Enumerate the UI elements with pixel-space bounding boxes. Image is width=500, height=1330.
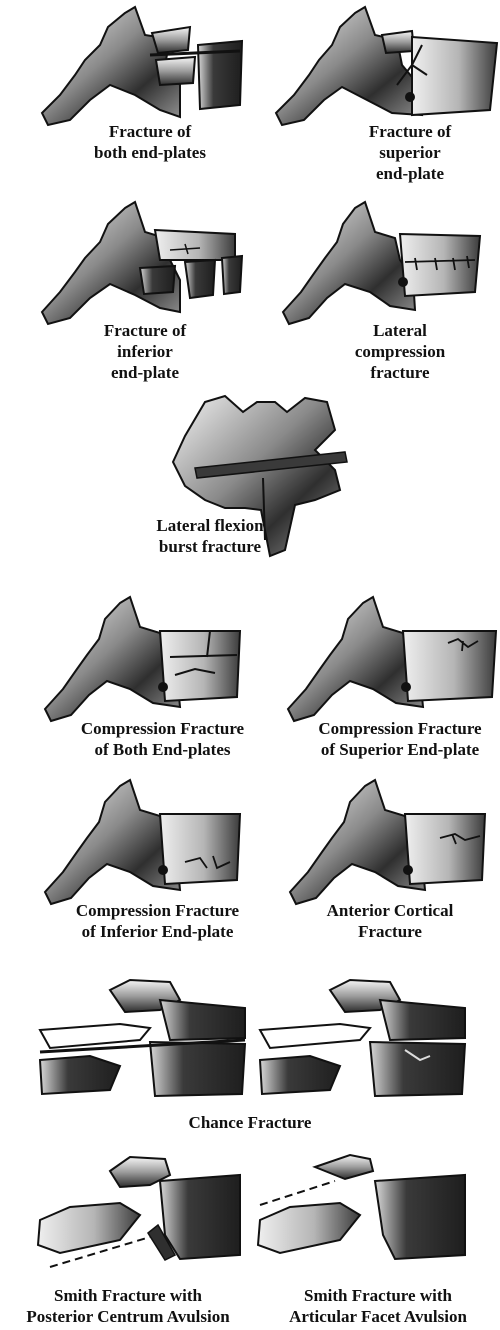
caption-compression-inferior: Compression Fracture of Inferior End-pla… bbox=[55, 900, 260, 942]
caption-chance-fracture: Chance Fracture bbox=[150, 1112, 350, 1133]
anterior-cortical-illustration bbox=[280, 778, 495, 913]
caption-anterior-cortical: Anterior Cortical Fracture bbox=[305, 900, 475, 942]
both-end-plates-illustration bbox=[30, 5, 245, 130]
caption-superior-end-plate: Fracture of superior end-plate bbox=[325, 121, 495, 184]
caption-compression-both: Compression Fracture of Both End-plates bbox=[60, 718, 265, 760]
caption-lateral-flexion-burst: Lateral flexion burst fracture bbox=[115, 515, 305, 557]
compression-inferior-illustration bbox=[35, 778, 250, 913]
compression-both-illustration bbox=[35, 595, 250, 730]
lateral-compression-illustration bbox=[275, 200, 490, 330]
caption-smith-facet: Smith Fracture with Articular Facet Avul… bbox=[258, 1285, 498, 1327]
caption-inferior-end-plate: Fracture of inferior end-plate bbox=[55, 320, 235, 383]
superior-end-plate-illustration bbox=[262, 5, 500, 130]
caption-smith-centrum: Smith Fracture with Posterior Centrum Av… bbox=[8, 1285, 248, 1327]
smith-facet-avulsion-illustration bbox=[255, 1145, 470, 1275]
chance-fracture-right-illustration bbox=[255, 970, 470, 1100]
smith-centrum-avulsion-illustration bbox=[30, 1145, 245, 1275]
compression-superior-illustration bbox=[278, 595, 500, 730]
inferior-end-plate-illustration bbox=[30, 200, 245, 330]
caption-compression-superior: Compression Fracture of Superior End-pla… bbox=[300, 718, 500, 760]
caption-lateral-compression: Lateral compression fracture bbox=[315, 320, 485, 383]
caption-both-end-plates: Fracture of both end-plates bbox=[60, 121, 240, 163]
chance-fracture-left-illustration bbox=[30, 970, 250, 1100]
